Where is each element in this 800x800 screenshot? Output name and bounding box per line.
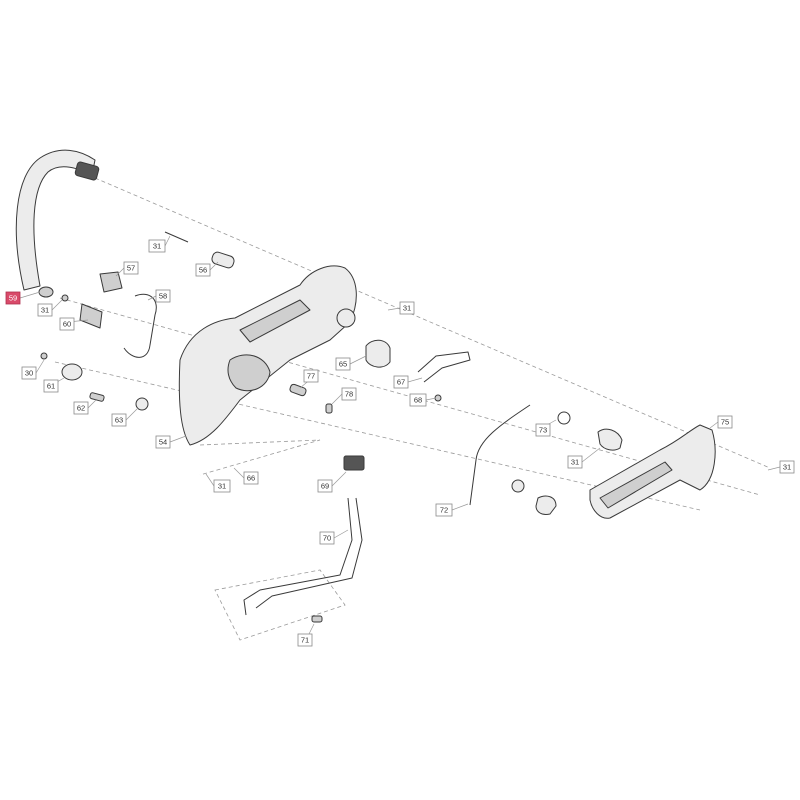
svg-text:73: 73 [539,426,547,435]
svg-text:68: 68 [414,396,422,405]
svg-text:57: 57 [127,264,135,273]
svg-text:31: 31 [153,242,161,251]
svg-text:70: 70 [323,534,331,543]
svg-text:75: 75 [721,418,729,427]
callout-65[interactable]: 65 [335,357,351,371]
callout-56[interactable]: 56 [195,263,211,277]
callout-31[interactable]: 31 [567,455,583,469]
svg-text:59: 59 [9,294,17,303]
callout-73[interactable]: 73 [535,423,551,437]
svg-text:69: 69 [321,482,329,491]
callout-labels: 59 31 57 56 58 31 60 31 30 61 62 63 65 6… [5,239,795,647]
callout-60[interactable]: 60 [59,317,75,331]
svg-text:56: 56 [199,266,207,275]
callout-58[interactable]: 58 [155,289,171,303]
callout-61[interactable]: 61 [43,379,59,393]
svg-text:62: 62 [77,404,85,413]
switch-and-wiring [243,455,365,623]
svg-text:31: 31 [403,304,411,313]
svg-text:61: 61 [47,382,55,391]
svg-text:31: 31 [41,306,49,315]
svg-text:58: 58 [159,292,167,301]
callout-68[interactable]: 68 [409,393,427,407]
callout-31[interactable]: 31 [148,239,166,253]
callout-70[interactable]: 70 [319,531,335,545]
main-housing-part[interactable] [178,265,357,446]
hardware-parts [40,231,235,411]
callout-31[interactable]: 31 [779,460,795,474]
svg-text:31: 31 [218,482,226,491]
callout-54[interactable]: 54 [155,435,171,449]
leader-lines [19,235,781,641]
svg-text:31: 31 [571,458,579,467]
svg-text:54: 54 [159,438,167,447]
callout-31[interactable]: 31 [399,301,415,315]
callout-31[interactable]: 31 [213,479,231,493]
callout-66[interactable]: 66 [243,471,259,485]
handle-bar-part[interactable] [15,149,100,298]
callout-30[interactable]: 30 [21,366,37,380]
callout-62[interactable]: 62 [73,401,89,415]
callout-71[interactable]: 71 [297,633,313,647]
svg-text:60: 60 [63,320,71,329]
svg-text:71: 71 [301,636,309,645]
callout-78[interactable]: 78 [341,387,357,401]
svg-text:77: 77 [307,372,315,381]
svg-text:72: 72 [440,506,448,515]
callout-69[interactable]: 69 [317,479,333,493]
right-cover-part[interactable] [511,424,716,519]
callout-63[interactable]: 63 [111,413,127,427]
callout-77[interactable]: 77 [303,369,319,383]
callout-59[interactable]: 59 [5,291,21,305]
svg-text:31: 31 [783,463,791,472]
center-components [289,339,623,506]
callout-31[interactable]: 31 [37,303,53,317]
svg-text:78: 78 [345,390,353,399]
callout-67[interactable]: 67 [393,375,409,389]
svg-text:67: 67 [397,378,405,387]
svg-text:30: 30 [25,369,33,378]
svg-text:65: 65 [339,360,347,369]
svg-text:66: 66 [247,474,255,483]
svg-text:63: 63 [115,416,123,425]
callout-57[interactable]: 57 [123,261,139,275]
callout-72[interactable]: 72 [435,503,453,517]
callout-75[interactable]: 75 [717,415,733,429]
